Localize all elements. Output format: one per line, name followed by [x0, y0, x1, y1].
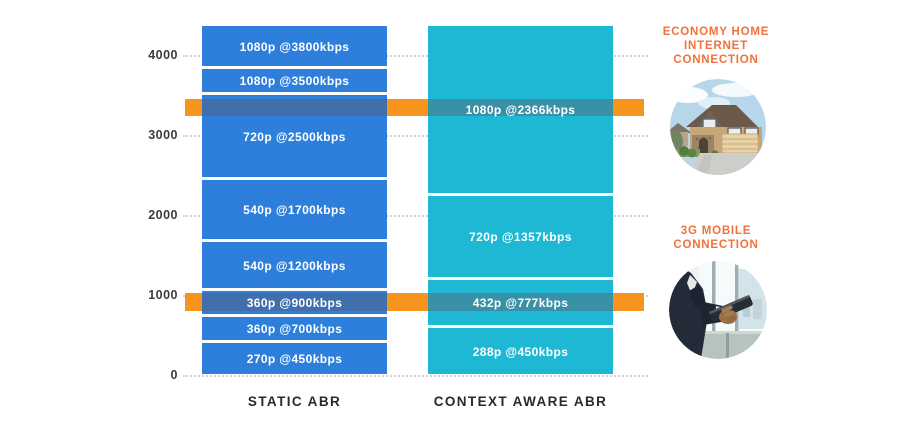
- bar-segment-label: 720p @1357kbps: [469, 230, 572, 244]
- y-axis-tick-label: 2000: [148, 208, 178, 222]
- y-axis-tick-label: 1000: [148, 288, 178, 302]
- bar-segment-label: 270p @450kbps: [246, 352, 343, 366]
- bar-segment: [428, 328, 613, 374]
- bar-segment: [202, 317, 387, 340]
- grid-line: [183, 375, 648, 377]
- bar-segment-label: 432p @777kbps: [472, 296, 569, 310]
- y-axis-tick-label: 4000: [148, 48, 178, 62]
- bitrate-ladder-column: [428, 0, 613, 427]
- bar-segment-label: 1080p @3800kbps: [239, 39, 350, 54]
- house-photo-illustration: [670, 79, 766, 175]
- phone-photo-illustration: [669, 261, 767, 359]
- band-overlay: [428, 293, 613, 311]
- y-axis-tick-label: 0: [170, 368, 178, 382]
- mobile-connection-title: 3G MOBILE CONNECTION: [673, 225, 759, 252]
- grid-line: [183, 55, 648, 57]
- bar-segment-label: 720p @2500kbps: [243, 129, 346, 144]
- grid-line: [183, 215, 648, 217]
- bar-segment-label: 1080p @3500kbps: [239, 74, 350, 88]
- bar-segment: [202, 26, 387, 66]
- bar-segment-label: 540p @1700kbps: [243, 203, 346, 217]
- column-label: CONTEXT AWARE ABR: [433, 394, 608, 409]
- bar-segment: [202, 180, 387, 239]
- band-overlay: [202, 99, 387, 116]
- bar-segment: [202, 95, 387, 177]
- bitrate-ladder-column: [202, 0, 387, 427]
- bar-segment: [202, 69, 387, 92]
- grid-line: [183, 135, 648, 137]
- band-overlay: [202, 293, 387, 311]
- bar-segment-label: 540p @1200kbps: [243, 258, 346, 273]
- economy-connection-title: ECONOMY HOME INTERNET CONNECTION: [662, 26, 770, 67]
- phone-photo: [669, 261, 767, 359]
- bar-segment-label: 360p @700kbps: [246, 322, 343, 336]
- bar-segment: [428, 280, 613, 325]
- bar-segment: [202, 291, 387, 314]
- y-axis-tick-label: 3000: [148, 128, 178, 142]
- bar-segment: [428, 196, 613, 277]
- bar-segment: [202, 343, 387, 374]
- bar-segment: [428, 26, 613, 193]
- bar-segment-label: 1080p @2366kbps: [465, 103, 576, 117]
- bar-segment-label: 360p @900kbps: [246, 296, 343, 310]
- column-label: STATIC ABR: [247, 394, 342, 409]
- bar-segment-label: 288p @450kbps: [472, 344, 569, 359]
- bar-segment: [202, 242, 387, 288]
- house-photo: [670, 79, 766, 175]
- band-overlay: [428, 99, 613, 116]
